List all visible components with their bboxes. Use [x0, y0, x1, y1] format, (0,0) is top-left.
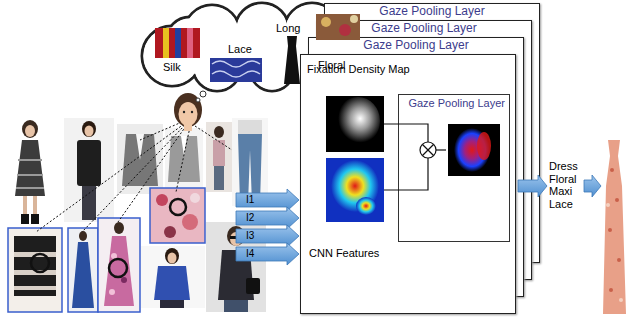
output-dress: [603, 140, 626, 314]
node-text: Gaze Pooling Layer: [363, 39, 468, 53]
node-text: Lace: [228, 43, 252, 56]
gaze-line: [36, 122, 232, 232]
product-operator: [384, 124, 446, 190]
node-text: Long: [276, 22, 300, 35]
photo-lace-skirt: [8, 228, 62, 312]
photo-pink-floral: [150, 188, 205, 243]
photo-grey-blazer: [117, 124, 163, 194]
input-label: I2: [246, 212, 254, 224]
photo-blue-maxi: [68, 228, 98, 312]
input-arrow: [236, 189, 299, 265]
node-text: Fixation Density Map: [307, 63, 410, 76]
output-arrow: [518, 175, 601, 197]
pooled-map: [448, 124, 500, 176]
photo-grey-blazer: [165, 128, 203, 190]
photo-dress-woman: [2, 118, 60, 226]
cnn-feature-map: [326, 158, 384, 222]
photo-pink-dress: [98, 218, 140, 312]
photo-woman: [206, 122, 232, 192]
fixation-density-map: [326, 96, 384, 152]
node-text: Gaze Pooling Layer: [379, 5, 484, 19]
input-label: I1: [246, 194, 254, 206]
photo-blue-top: [141, 246, 205, 308]
node-text: Gaze Pooling Layer: [408, 97, 505, 110]
node-text: Gaze Pooling Layer: [371, 22, 476, 36]
thinking-woman: [174, 91, 206, 131]
fabric-swatches: [155, 14, 360, 84]
input-label: I3: [246, 230, 254, 242]
node-text: CNN Features: [309, 247, 379, 260]
node-text: Silk: [163, 61, 181, 74]
gaze-pooling-box: Gaze Pooling Layer: [398, 94, 510, 242]
layer-box: Fixation Density MapCNN Features Gaze Poo…: [300, 54, 516, 314]
input-label: I4: [246, 248, 254, 260]
output-attributes: Dress Floral Maxi Lace: [549, 160, 587, 211]
